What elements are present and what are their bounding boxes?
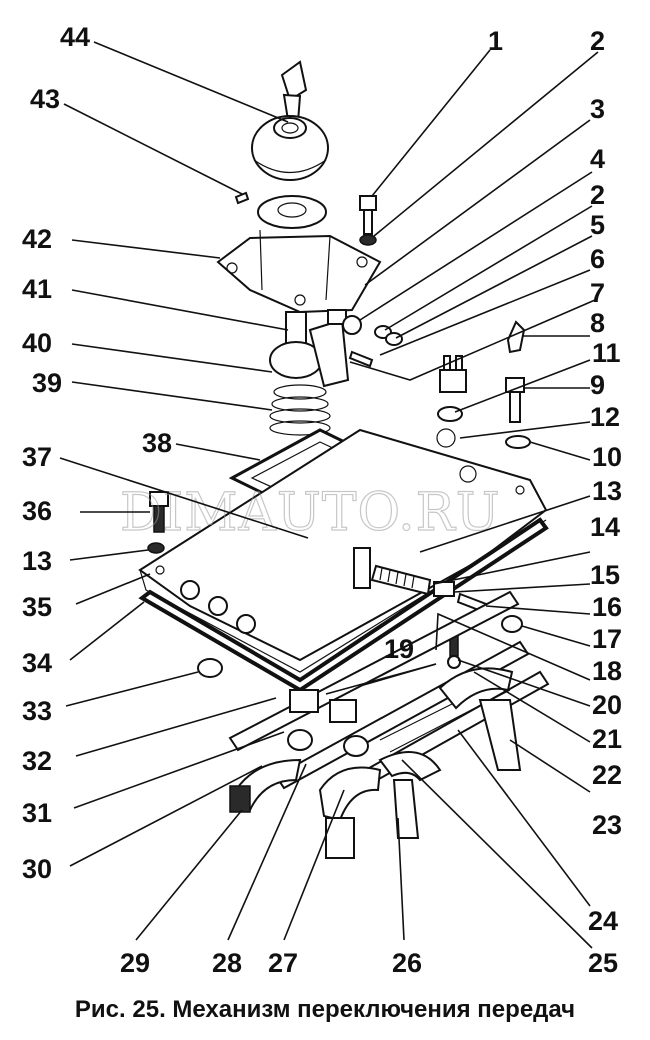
callout-9: 9 <box>590 370 605 400</box>
callout-39: 39 <box>32 368 62 398</box>
screw-7 <box>348 350 374 368</box>
callout-16: 16 <box>592 592 622 622</box>
callout-17: 17 <box>592 624 622 654</box>
callout-numbers: 1 2 3 4 2 5 6 7 8 11 9 12 10 13 14 15 16… <box>22 22 622 978</box>
callout-24: 24 <box>588 906 618 936</box>
callout-4: 4 <box>590 144 605 174</box>
callout-28: 28 <box>212 948 242 978</box>
callout-29: 29 <box>120 948 150 978</box>
callout-31: 31 <box>22 798 52 828</box>
callout-21: 21 <box>592 724 622 754</box>
fork-25 <box>378 751 442 839</box>
callout-42: 42 <box>22 224 52 254</box>
washer-13-right <box>505 435 531 449</box>
callout-43: 43 <box>30 84 60 114</box>
sensor <box>439 355 467 393</box>
callout-34: 34 <box>22 648 52 678</box>
watermark: DIMAUTO.RU <box>120 483 501 543</box>
fork-23 <box>438 667 522 771</box>
rubber-boot <box>251 115 329 181</box>
callout-44: 44 <box>60 22 90 52</box>
callout-5: 5 <box>590 210 605 240</box>
callout-33: 33 <box>22 696 52 726</box>
callout-2b: 2 <box>590 180 605 210</box>
washer-4 <box>385 332 403 346</box>
bolt-12 <box>505 377 525 423</box>
fork-27 <box>318 766 382 859</box>
callout-20: 20 <box>592 690 622 720</box>
figure-caption: Рис. 25. Механизм переключения передач <box>74 996 576 1023</box>
lever-top <box>280 60 308 124</box>
callout-37: 37 <box>22 442 52 472</box>
callout-25: 25 <box>588 948 618 978</box>
callout-13: 13 <box>592 476 622 506</box>
callout-14: 14 <box>590 512 620 542</box>
callout-13b: 13 <box>22 546 52 576</box>
callout-10: 10 <box>592 442 622 472</box>
spring <box>269 384 331 436</box>
bolt-36 <box>149 491 169 533</box>
lever-shaft <box>269 309 362 388</box>
pin <box>234 191 250 205</box>
breather <box>506 320 526 354</box>
rail-lugs <box>287 689 369 757</box>
washer-9 <box>437 406 463 422</box>
exploded-diagram: DIMAUTO.RU <box>22 22 622 978</box>
lever-housing <box>216 195 382 314</box>
leader-lines <box>59 41 599 949</box>
callout-27: 27 <box>268 948 298 978</box>
callout-30: 30 <box>22 854 52 884</box>
washer-13-left <box>147 542 165 554</box>
callout-19: 19 <box>384 634 414 664</box>
callout-1: 1 <box>488 26 503 56</box>
bolt-1 <box>359 195 377 246</box>
callout-11: 11 <box>592 338 621 368</box>
callout-23: 23 <box>592 810 622 840</box>
callout-35: 35 <box>22 592 52 622</box>
callout-22: 22 <box>592 760 622 790</box>
callout-40: 40 <box>22 328 52 358</box>
callout-7: 7 <box>590 278 605 308</box>
callout-3: 3 <box>590 94 605 124</box>
fork-29 <box>229 758 302 813</box>
callout-18: 18 <box>592 656 622 686</box>
callout-41: 41 <box>22 274 52 304</box>
callout-2: 2 <box>590 26 605 56</box>
cover-housing <box>138 428 548 673</box>
callout-38: 38 <box>142 428 172 458</box>
detent-pin <box>447 625 461 669</box>
callout-32: 32 <box>22 746 52 776</box>
callout-8: 8 <box>590 308 605 338</box>
callout-26: 26 <box>392 948 422 978</box>
callout-6: 6 <box>590 244 605 274</box>
plug <box>197 658 223 678</box>
callout-12: 12 <box>590 402 620 432</box>
callout-15: 15 <box>590 560 620 590</box>
callout-36: 36 <box>22 496 52 526</box>
